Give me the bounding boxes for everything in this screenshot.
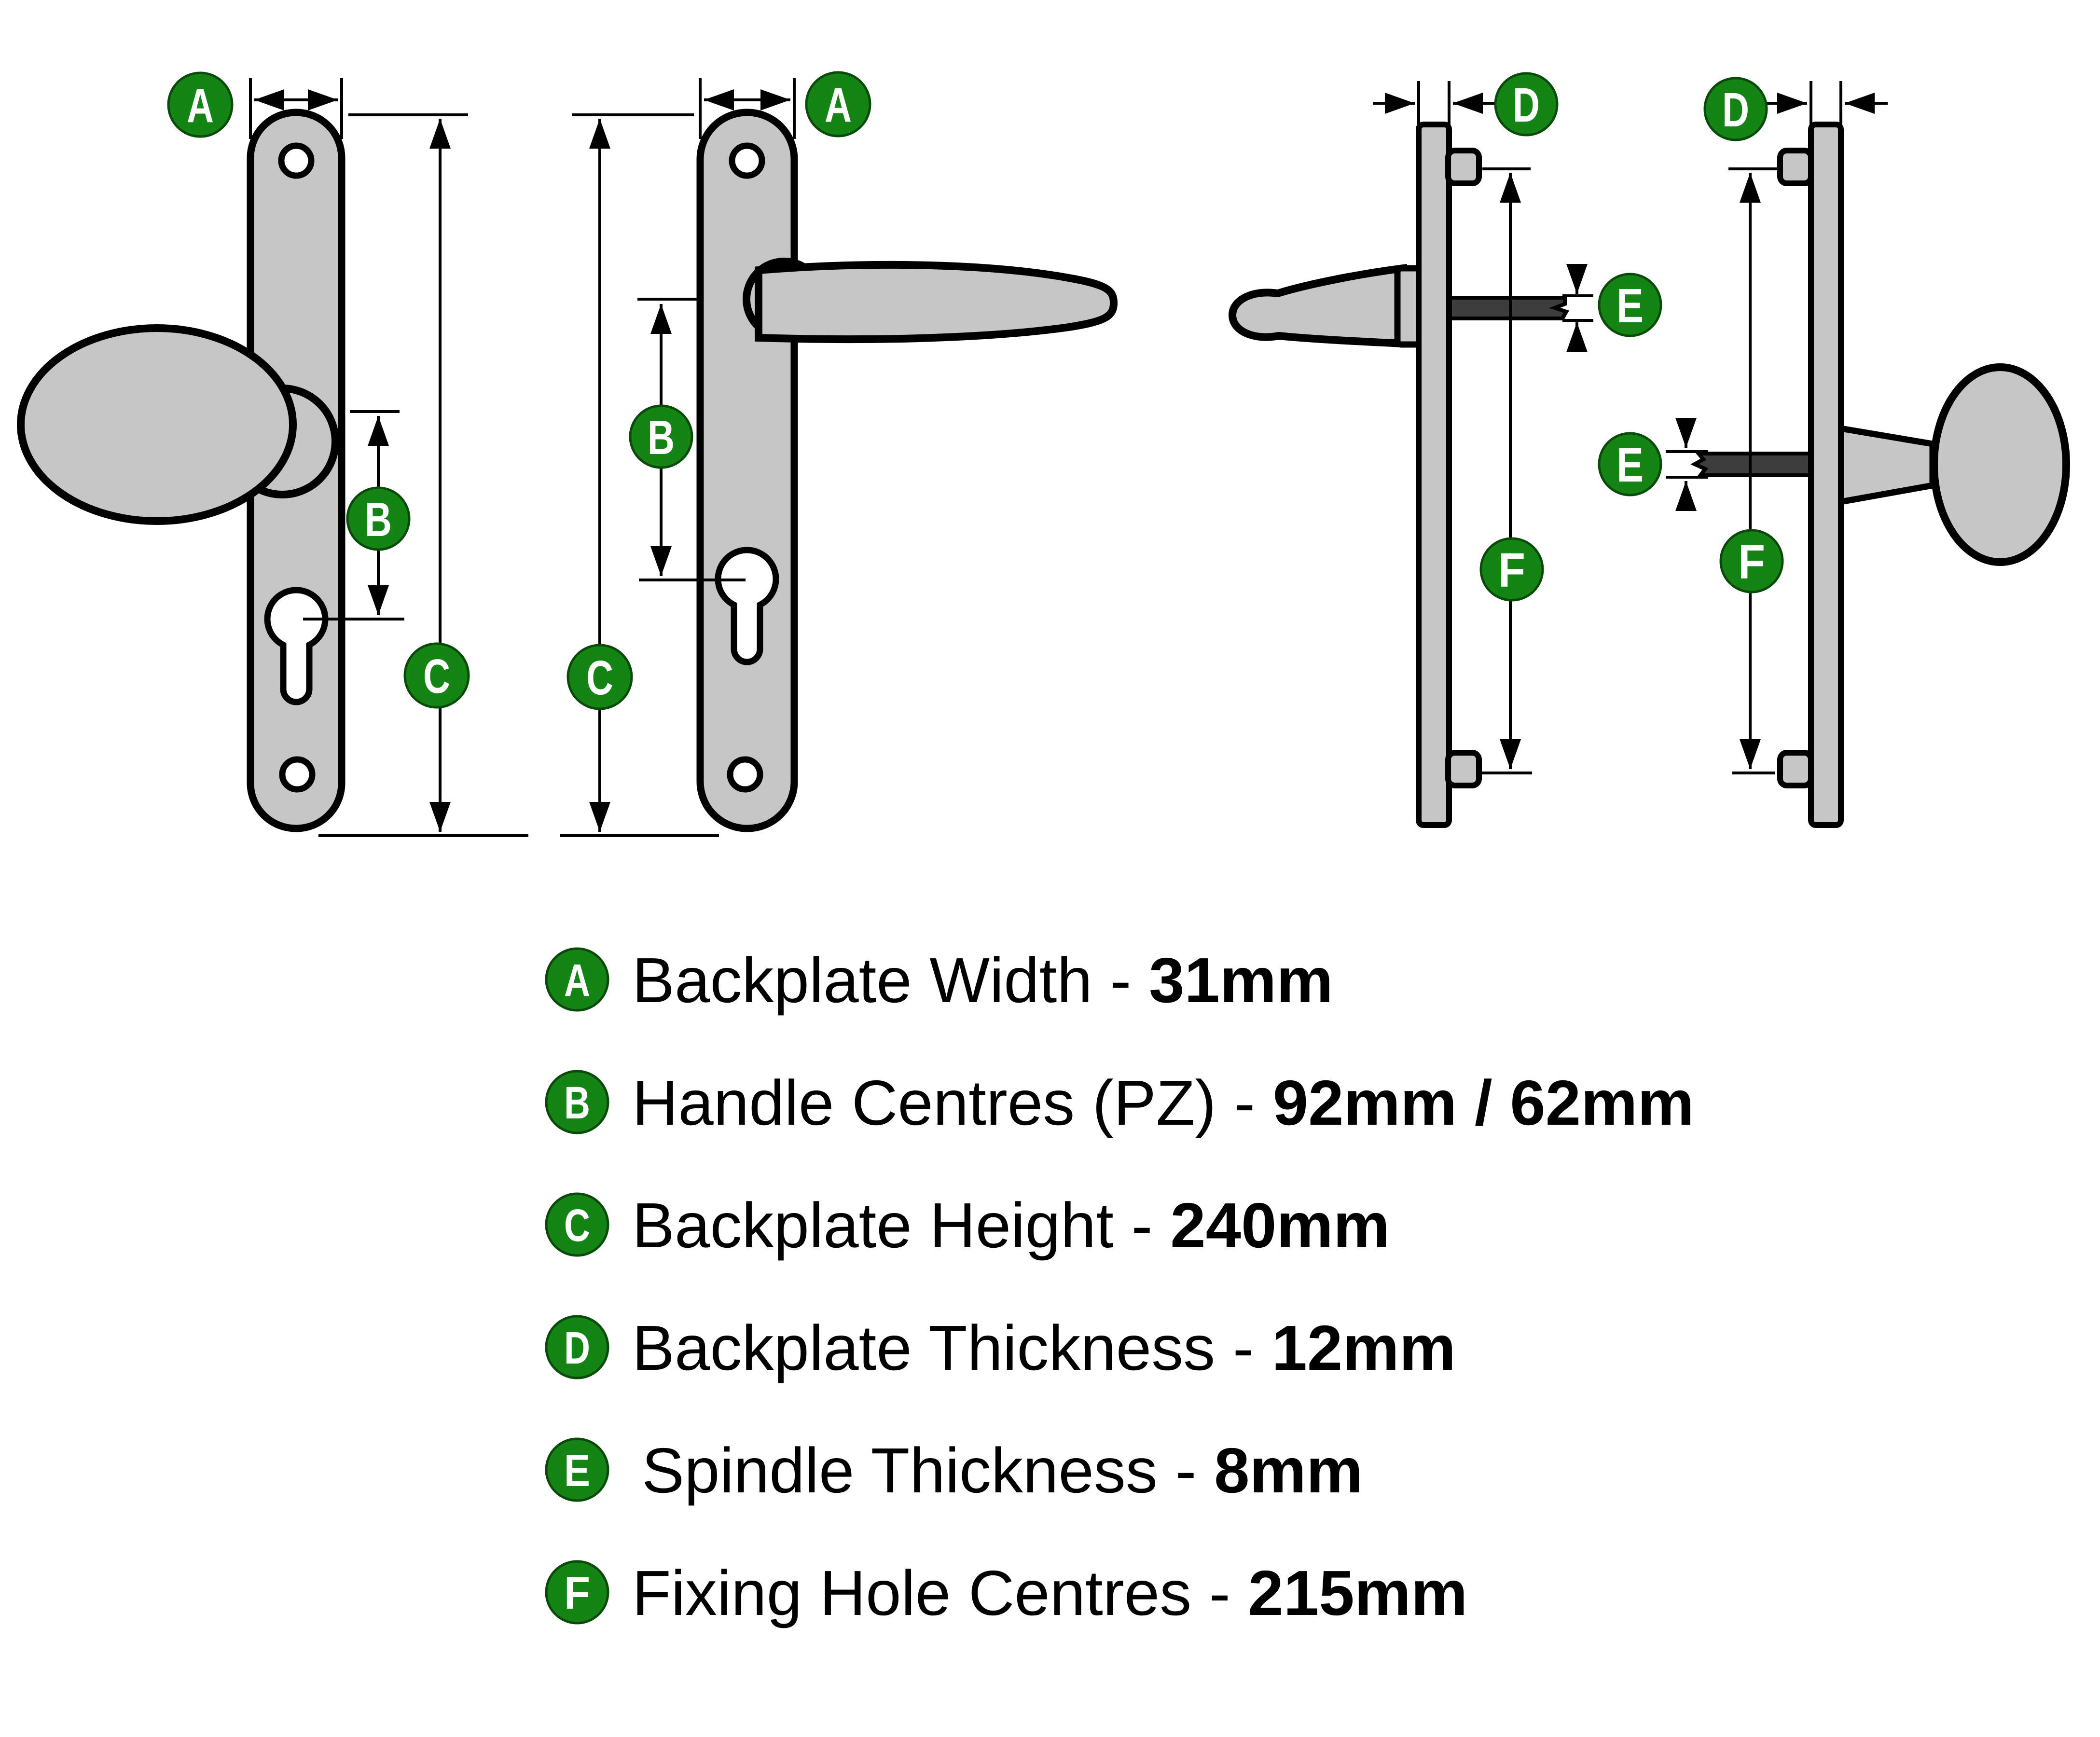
legend-badge-e	[545, 1437, 609, 1502]
top-fixing-lug	[1445, 148, 1482, 186]
backplate-side	[1808, 122, 1844, 828]
lever-side-view: D E F	[1228, 72, 1662, 828]
dim-backplate-width	[249, 78, 343, 139]
legend-badge-b	[545, 1070, 609, 1134]
knob	[17, 324, 297, 525]
marker-letter-e: E	[1616, 438, 1644, 492]
dim-spindle-thickness	[1666, 418, 1708, 511]
backplate	[696, 109, 798, 832]
marker-badge-f: F	[1479, 537, 1544, 602]
spindle	[1447, 296, 1569, 320]
dim-backplate-height	[318, 113, 528, 837]
euro-cylinder-keyhole	[715, 547, 779, 665]
legend-row-b: B Handle Centres (PZ) - 92mm / 62mm	[545, 1067, 1694, 1138]
dim-backplate-width	[699, 78, 796, 139]
top-fixing-hole	[729, 142, 765, 179]
legend-row-f: F Fixing Hole Centres - 215mm	[545, 1558, 1467, 1628]
marker-badge-d: D	[1494, 72, 1559, 137]
legend: A Backplate Width - 31mm B Handle Centre…	[545, 945, 1694, 1628]
marker-letter-c: C	[423, 649, 450, 703]
marker-letter-d: D	[1722, 83, 1749, 137]
bottom-fixing-lug	[1445, 750, 1482, 788]
knob-neck-side	[1838, 425, 1936, 506]
dim-spindle-thickness	[1562, 264, 1593, 352]
legend-badge-d	[545, 1315, 609, 1379]
legend-text-d: Backplate Thickness - 12mm	[632, 1312, 1456, 1383]
marker-letter-b: B	[365, 493, 392, 547]
marker-badge-e: E	[1598, 273, 1662, 337]
legend-text-e: Spindle Thickness - 8mm	[642, 1435, 1363, 1506]
marker-letter-b: B	[648, 411, 675, 465]
legend-row-e: E Spindle Thickness - 8mm	[545, 1435, 1363, 1506]
marker-letter-a: A	[187, 79, 214, 133]
knob-front-view: A B C	[17, 71, 528, 837]
dim-backplate-thickness	[1373, 81, 1496, 127]
top-fixing-hole	[278, 142, 315, 179]
backplate-side	[1416, 122, 1452, 828]
marker-letter-d: D	[1513, 78, 1540, 132]
legend-row-a: A Backplate Width - 31mm	[545, 945, 1333, 1016]
legend-badge-a	[545, 947, 609, 1012]
marker-badge-d: D	[1703, 77, 1768, 141]
legend-text-b: Handle Centres (PZ) - 92mm / 62mm	[632, 1067, 1694, 1138]
lever-handle	[755, 261, 1118, 344]
marker-badge-b: B	[629, 404, 693, 469]
legend-letter-c: C	[564, 1200, 590, 1251]
legend-row-c: C Backplate Height - 240mm	[545, 1190, 1390, 1261]
spindle	[1690, 452, 1813, 477]
marker-badge-b: B	[346, 486, 411, 551]
legend-letter-d: D	[564, 1323, 590, 1374]
lever-front-view: A B C	[560, 71, 1118, 837]
dim-fixing-hole-centres	[1728, 167, 1781, 774]
marker-badge-c: C	[566, 644, 633, 710]
marker-letter-a: A	[825, 78, 852, 132]
bottom-fixing-hole	[279, 756, 316, 793]
top-fixing-lug	[1777, 148, 1814, 186]
marker-badge-c: C	[403, 642, 470, 709]
dim-fixing-hole-centres	[1478, 167, 1532, 774]
legend-badge-f	[545, 1560, 609, 1625]
legend-text-f: Fixing Hole Centres - 215mm	[632, 1558, 1467, 1628]
marker-badge-a: A	[805, 71, 871, 138]
marker-letter-f: F	[1738, 535, 1765, 589]
dim-backplate-height	[560, 113, 719, 837]
marker-letter-e: E	[1616, 279, 1644, 333]
marker-letter-f: F	[1498, 543, 1525, 597]
marker-badge-a: A	[167, 71, 234, 138]
knob-side-view: D E F	[1598, 77, 2070, 828]
marker-badge-e: E	[1598, 432, 1662, 496]
legend-letter-f: F	[564, 1568, 590, 1619]
legend-text-a: Backplate Width - 31mm	[632, 945, 1333, 1016]
bottom-fixing-hole	[727, 756, 763, 793]
legend-letter-b: B	[564, 1077, 590, 1129]
legend-row-d: D Backplate Thickness - 12mm	[545, 1312, 1456, 1383]
legend-letter-e: E	[564, 1445, 590, 1496]
marker-badge-f: F	[1719, 529, 1784, 593]
legend-letter-a: A	[564, 955, 590, 1006]
lever-handle-side	[1228, 263, 1407, 348]
legend-text-c: Backplate Height - 240mm	[632, 1190, 1390, 1261]
bottom-fixing-lug	[1777, 750, 1814, 788]
legend-badge-c	[545, 1192, 609, 1257]
dim-backplate-thickness	[1765, 81, 1888, 127]
marker-letter-c: C	[586, 651, 613, 705]
knob-side	[1930, 363, 2070, 566]
